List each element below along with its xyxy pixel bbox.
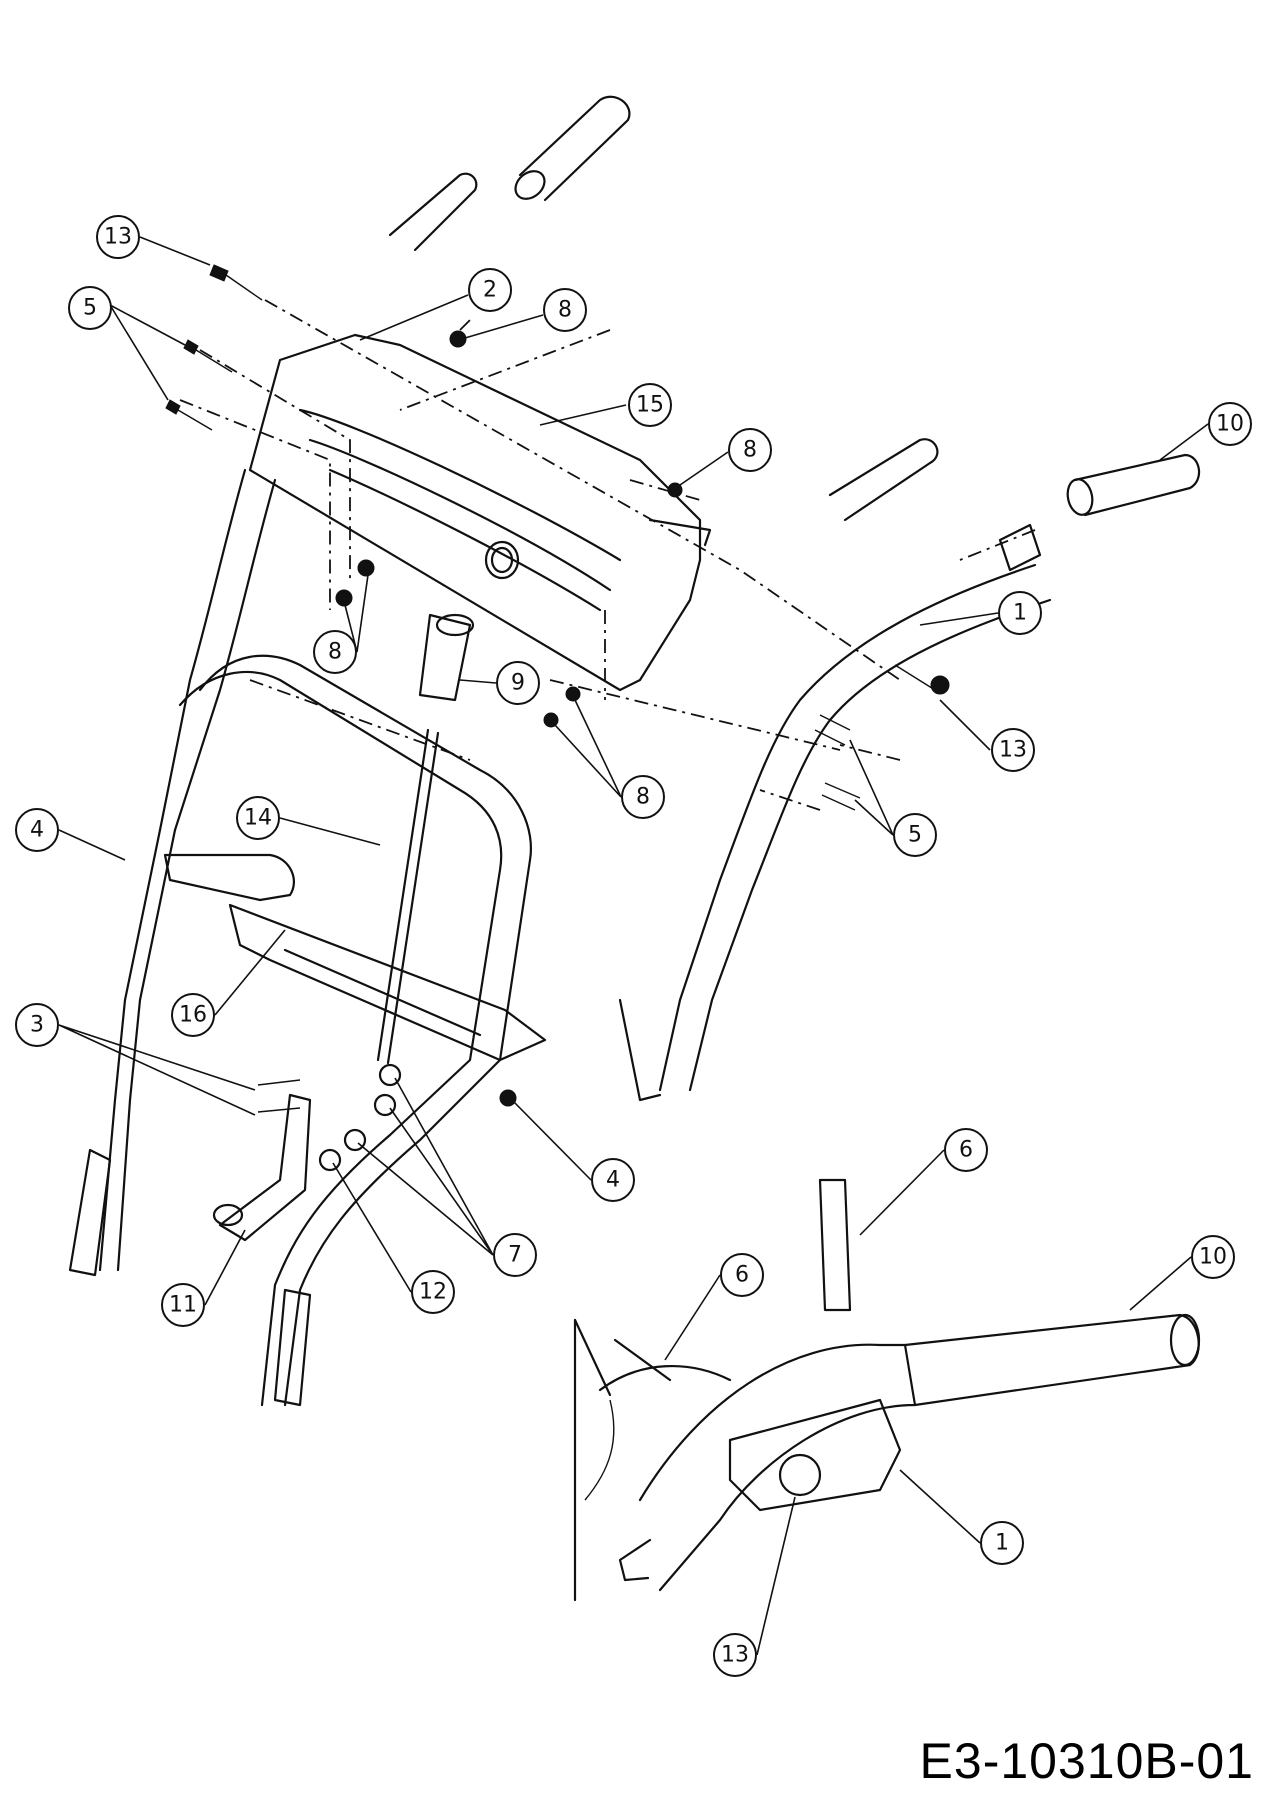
callout-number: 16: [179, 1003, 207, 1028]
callout-circle: [720, 1253, 764, 1297]
callout-circle: [998, 591, 1042, 635]
callout-circle: [1191, 1235, 1235, 1279]
lower-handle-frame: [68, 654, 662, 1407]
callout-number: 9: [511, 671, 525, 696]
callout-number: 1: [995, 1531, 1009, 1556]
callout-1: 1: [980, 1521, 1024, 1565]
callout-number: 7: [508, 1243, 522, 1268]
callout-circle: [411, 1270, 455, 1314]
hardware: [165, 264, 950, 1113]
callout-number: 8: [743, 438, 757, 463]
callout-13: 13: [991, 728, 1035, 772]
callout-circle: [161, 1283, 205, 1327]
detail-inset: [573, 1178, 1201, 1602]
callout-number: 13: [104, 225, 132, 250]
cross-bracket: [163, 853, 547, 1062]
callout-circle: [1208, 402, 1252, 446]
callout-circle: [68, 286, 112, 330]
callout-circle: [713, 1633, 757, 1677]
callout-3: 3: [15, 1003, 59, 1047]
callout-number: 2: [483, 278, 497, 303]
callout-16: 16: [171, 993, 215, 1037]
callout-7: 7: [493, 1233, 537, 1277]
callout-15: 15: [628, 383, 672, 427]
callout-10: 10: [1208, 402, 1252, 446]
callout-circle: [621, 775, 665, 819]
callout-circle: [96, 215, 140, 259]
callout-4: 4: [591, 1158, 635, 1202]
callout-circle: [543, 288, 587, 332]
callout-number: 10: [1199, 1245, 1227, 1270]
callout-number: 8: [328, 640, 342, 665]
callout-circle: [893, 813, 937, 857]
callout-circle: [493, 1233, 537, 1277]
callout-circle: [15, 1003, 59, 1047]
callout-number: 10: [1216, 412, 1244, 437]
shift-rod: [376, 613, 475, 1065]
top-grips: [388, 95, 1201, 522]
callout-5: 5: [68, 286, 112, 330]
callout-circle: [944, 1128, 988, 1172]
callout-circle: [628, 383, 672, 427]
callout-number: 13: [999, 738, 1027, 763]
callout-number: 12: [419, 1280, 447, 1305]
callout-11: 11: [161, 1283, 205, 1327]
shift-bracket: [212, 1063, 402, 1242]
callout-9: 9: [496, 661, 540, 705]
callout-number: 14: [244, 806, 272, 831]
callout-circle: [236, 796, 280, 840]
callout-1: 1: [998, 591, 1042, 635]
callout-number: 8: [558, 298, 572, 323]
callout-8: 8: [728, 428, 772, 472]
drawing-code: E3-10310B-01: [919, 1733, 1254, 1789]
callout-labels: 13 5 2 8 15 8 10 1 8 9 13 8 4 14 5 16 3 4 6 7 10 6 11 12 1 13: [15, 215, 1252, 1677]
callout-circle: [991, 728, 1035, 772]
callout-6: 6: [720, 1253, 764, 1297]
callout-8: 8: [543, 288, 587, 332]
callout-10: 10: [1191, 1235, 1235, 1279]
callout-13: 13: [713, 1633, 757, 1677]
callout-circle: [468, 268, 512, 312]
callout-number: 13: [721, 1643, 749, 1668]
callout-circle: [980, 1521, 1024, 1565]
callout-number: 4: [30, 818, 44, 843]
callout-number: 6: [959, 1138, 973, 1163]
callout-12: 12: [411, 1270, 455, 1314]
callout-number: 11: [169, 1293, 197, 1318]
callout-number: 5: [83, 296, 97, 321]
callout-number: 3: [30, 1013, 44, 1038]
callout-circle: [313, 630, 357, 674]
dash-panel: [248, 333, 712, 692]
callout-4: 4: [15, 808, 59, 852]
callout-circle: [15, 808, 59, 852]
callout-number: 5: [908, 823, 922, 848]
callout-number: 8: [636, 785, 650, 810]
callout-number: 15: [636, 393, 664, 418]
callout-6: 6: [944, 1128, 988, 1172]
callout-circle: [591, 1158, 635, 1202]
callout-circle: [496, 661, 540, 705]
callout-5: 5: [893, 813, 937, 857]
callout-circle: [171, 993, 215, 1037]
leader-lines: [58, 236, 1209, 1656]
callout-14: 14: [236, 796, 280, 840]
callout-number: 6: [735, 1263, 749, 1288]
callout-number: 4: [606, 1168, 620, 1193]
callout-13: 13: [96, 215, 140, 259]
callout-number: 1: [1013, 601, 1027, 626]
assembly-lines: [179, 299, 1036, 811]
callout-8: 8: [621, 775, 665, 819]
callout-circle: [728, 428, 772, 472]
callout-2: 2: [468, 268, 512, 312]
callout-8: 8: [313, 630, 357, 674]
